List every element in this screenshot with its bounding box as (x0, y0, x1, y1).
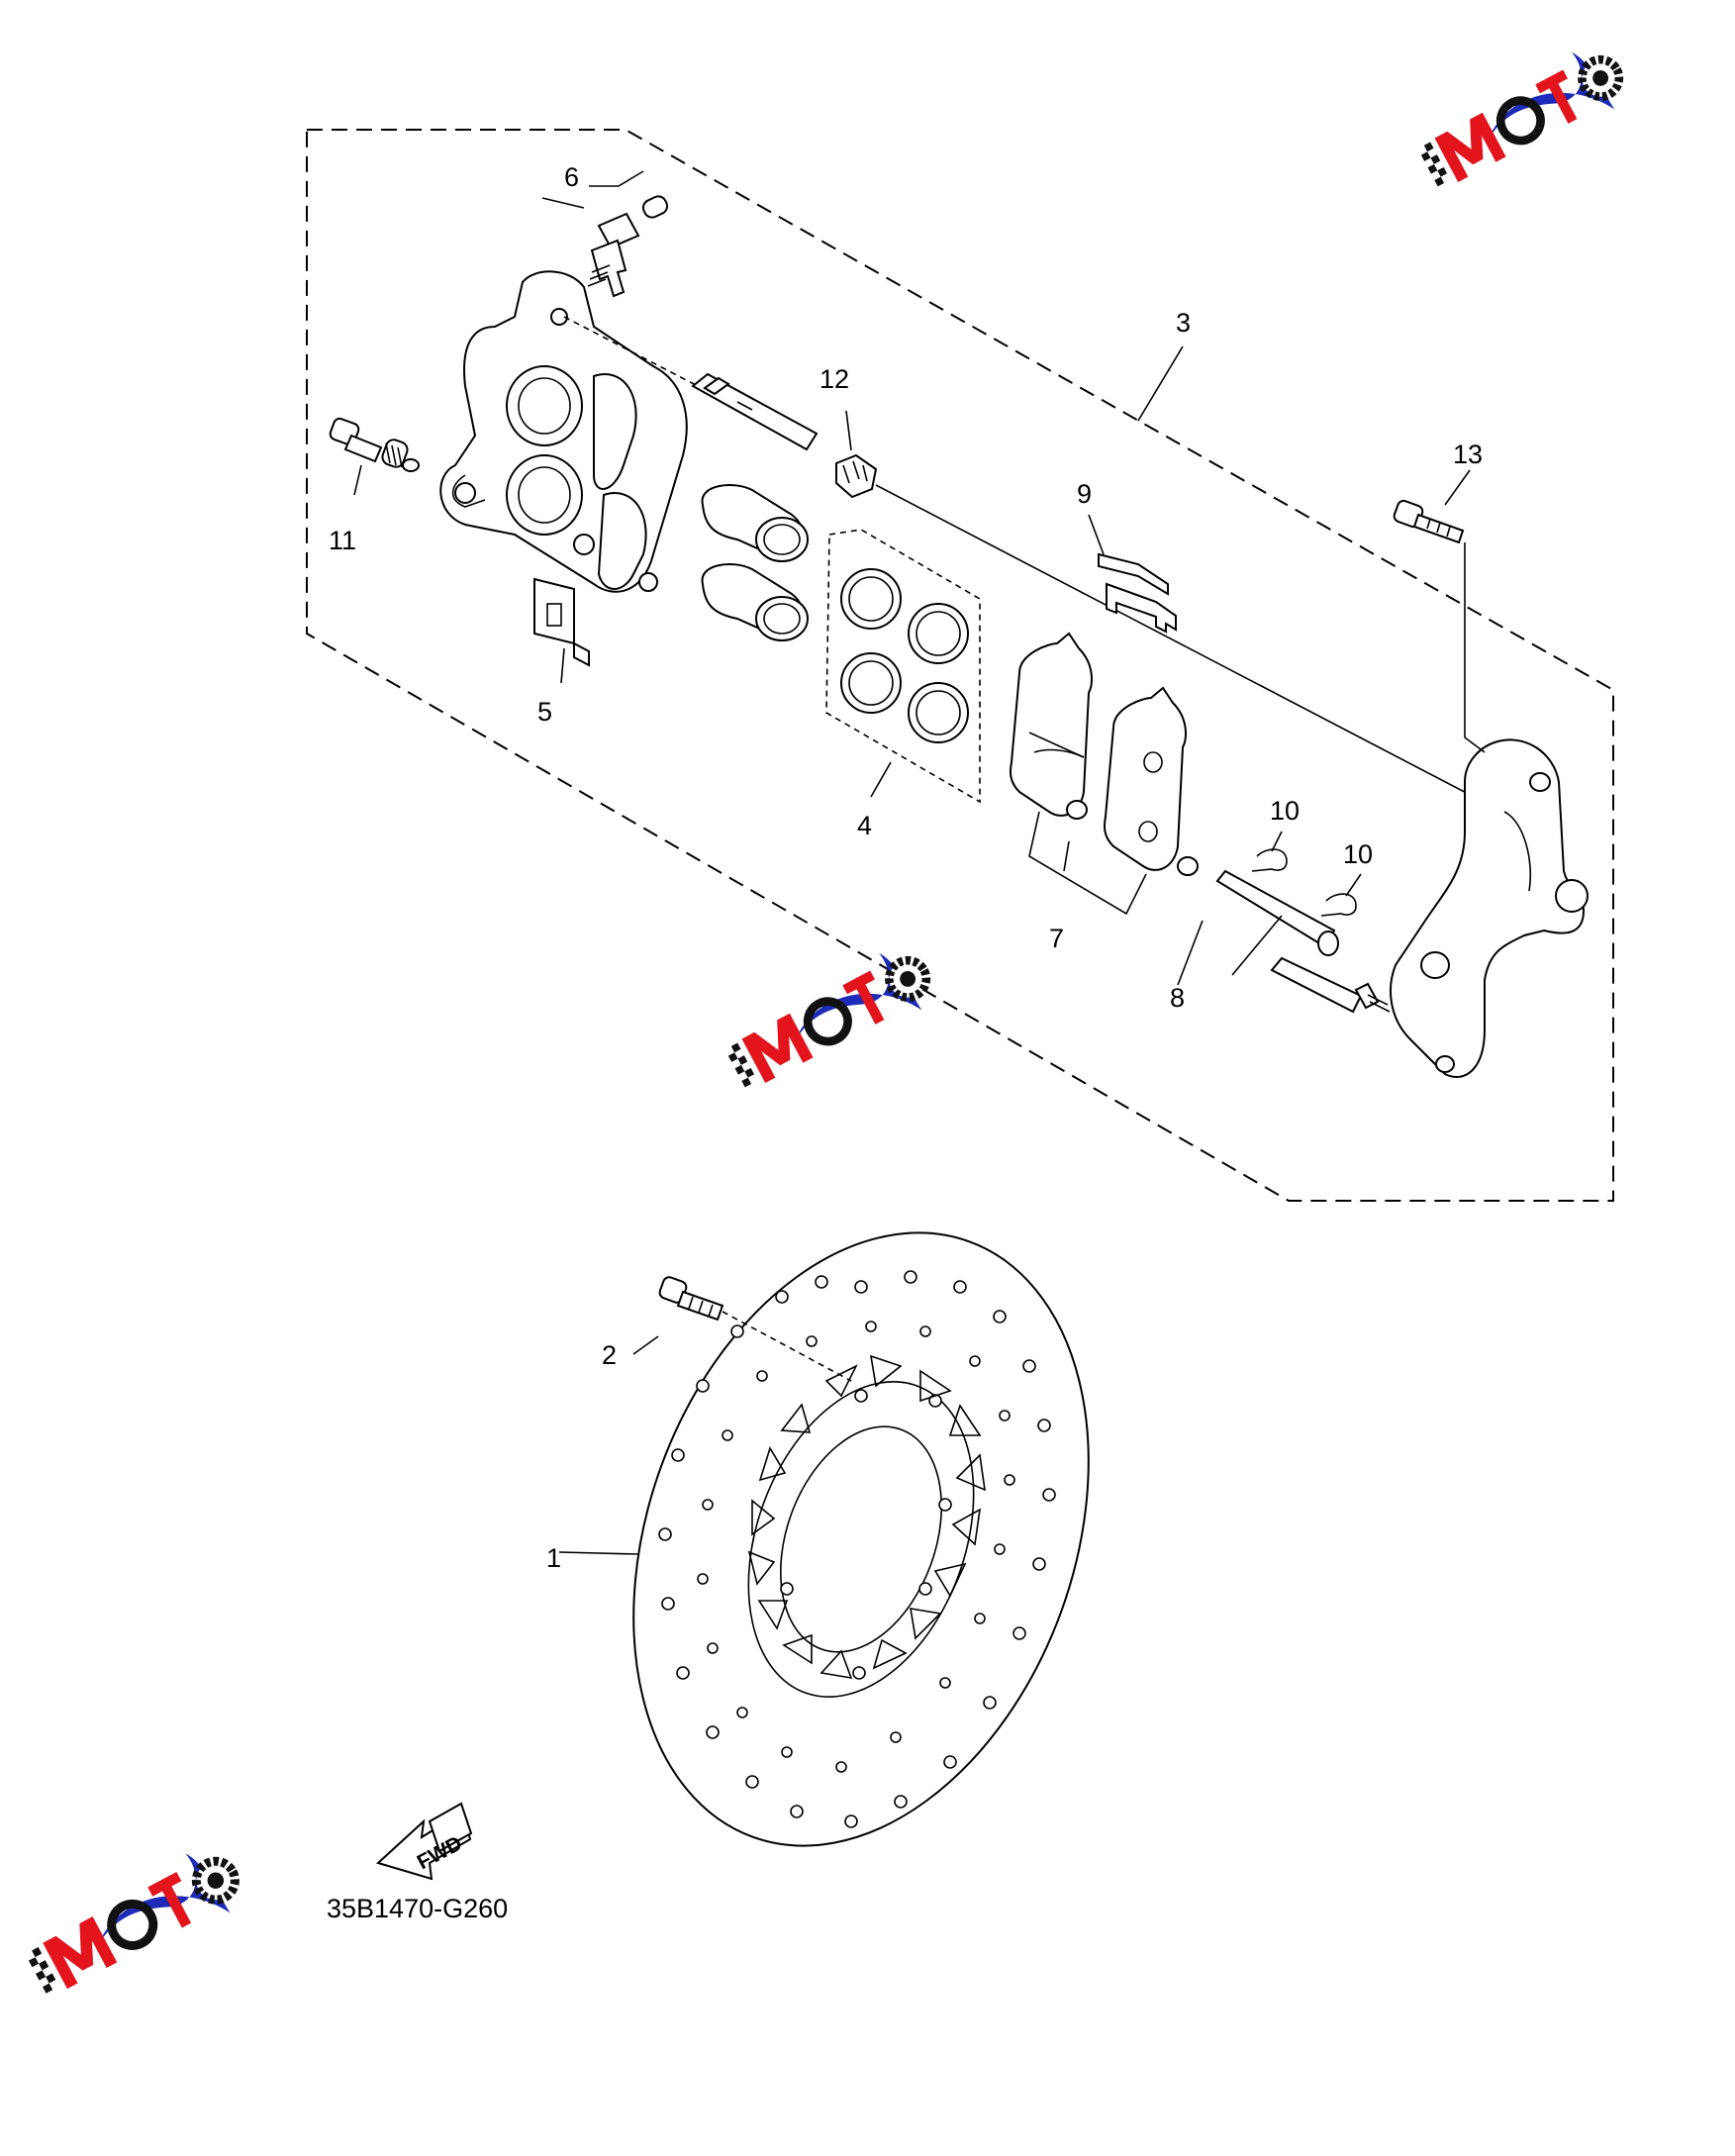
callout-1: 1 (546, 1543, 561, 1573)
guide-pin-lower (1270, 956, 1391, 1014)
disc-mount-holes (780, 1389, 952, 1680)
callout-13: 13 (1453, 440, 1483, 469)
leader-lines (353, 197, 1471, 986)
disc-cutouts (747, 1354, 986, 1680)
watermark-logo-center (724, 948, 936, 1093)
bleed-screw-part-6 (587, 170, 669, 298)
callout-3: 3 (1176, 308, 1191, 338)
pad-spring-part-5 (533, 577, 590, 667)
assembly-boundary (306, 129, 1614, 1202)
seal-kit-part-4 (825, 529, 981, 804)
pad-support-part-9 (1098, 552, 1177, 634)
caliper-bracket (1390, 738, 1589, 1078)
pad-pin-part-8 (1215, 869, 1339, 976)
callout-7: 7 (1049, 924, 1064, 953)
brake-disc-part-1 (558, 1231, 1090, 1847)
brake-pads-part-7 (1010, 632, 1199, 916)
slide-bolt-part-11 (329, 417, 420, 472)
disc-bolt-part-2 (632, 1276, 852, 1382)
callout-2: 2 (602, 1340, 617, 1370)
boot-part-12 (835, 453, 1503, 813)
watermark-logo-bottom-left (25, 1848, 245, 1999)
callout-12: 12 (819, 364, 849, 394)
caliper-body (439, 270, 688, 593)
callout-5: 5 (537, 697, 552, 727)
figure-code: 35B1470-G260 (327, 1894, 508, 1923)
callout-10b: 10 (1343, 839, 1373, 869)
pistons (701, 484, 809, 641)
callout-10a: 10 (1270, 796, 1300, 826)
pad-pin-clip-part-10a (1251, 831, 1288, 872)
disc-leader-line (558, 1551, 639, 1555)
guide-pin-upper (563, 316, 819, 451)
callout-11: 11 (329, 526, 356, 555)
disc-holes (658, 1270, 1056, 1828)
watermark-logo-top-right (1417, 48, 1629, 192)
callout-4: 4 (857, 811, 872, 840)
callout-9: 9 (1077, 479, 1092, 509)
bracket-bolt-part-13 (1393, 499, 1486, 753)
pad-pin-clip-part-10b (1320, 873, 1362, 917)
callout-6: 6 (564, 162, 579, 192)
callout-8: 8 (1170, 983, 1185, 1013)
forward-arrow: FWD (376, 1802, 473, 1881)
